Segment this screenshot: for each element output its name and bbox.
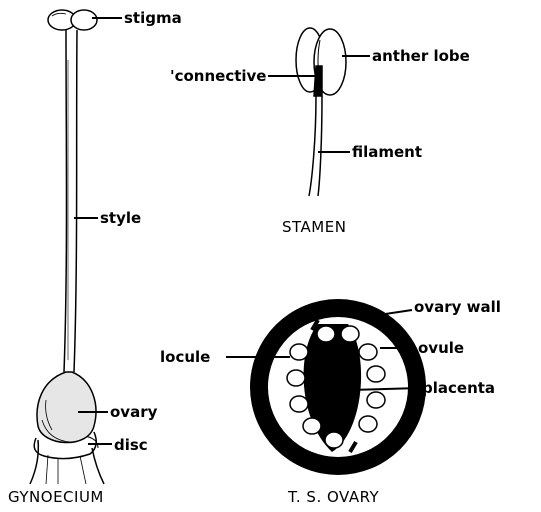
stigma-label: stigma [124, 9, 182, 27]
stamen-caption: STAMEN [282, 218, 346, 236]
stigma-lobe-right [71, 10, 97, 30]
ovary-wall-label: ovary wall [414, 298, 501, 316]
gynoecium-caption: GYNOECIUM [8, 488, 104, 506]
ovule [341, 326, 359, 342]
ovule [303, 418, 321, 434]
ovule [290, 344, 308, 360]
ts-ovary-caption: T. S. OVARY [287, 488, 380, 506]
stamen-drawing [296, 28, 346, 196]
placenta-label: placenta [422, 379, 495, 397]
ts-ovary-drawing [250, 299, 426, 475]
ovule [359, 416, 377, 432]
ovule [367, 392, 385, 408]
ovule [287, 370, 305, 386]
ovule-label: ovule [418, 339, 464, 357]
ovule [317, 326, 335, 342]
connective-shape [314, 66, 322, 96]
connective-label: 'connective [170, 67, 266, 85]
ovary-label: ovary [110, 403, 158, 421]
anther-lobe-label: anther lobe [372, 47, 470, 65]
locule-label: locule [160, 348, 210, 366]
ovule [325, 432, 343, 448]
ovule [359, 344, 377, 360]
ovule [290, 396, 308, 412]
style-label: style [100, 209, 141, 227]
ovule [367, 366, 385, 382]
filament-label: filament [352, 143, 422, 161]
disc-label: disc [114, 436, 148, 454]
